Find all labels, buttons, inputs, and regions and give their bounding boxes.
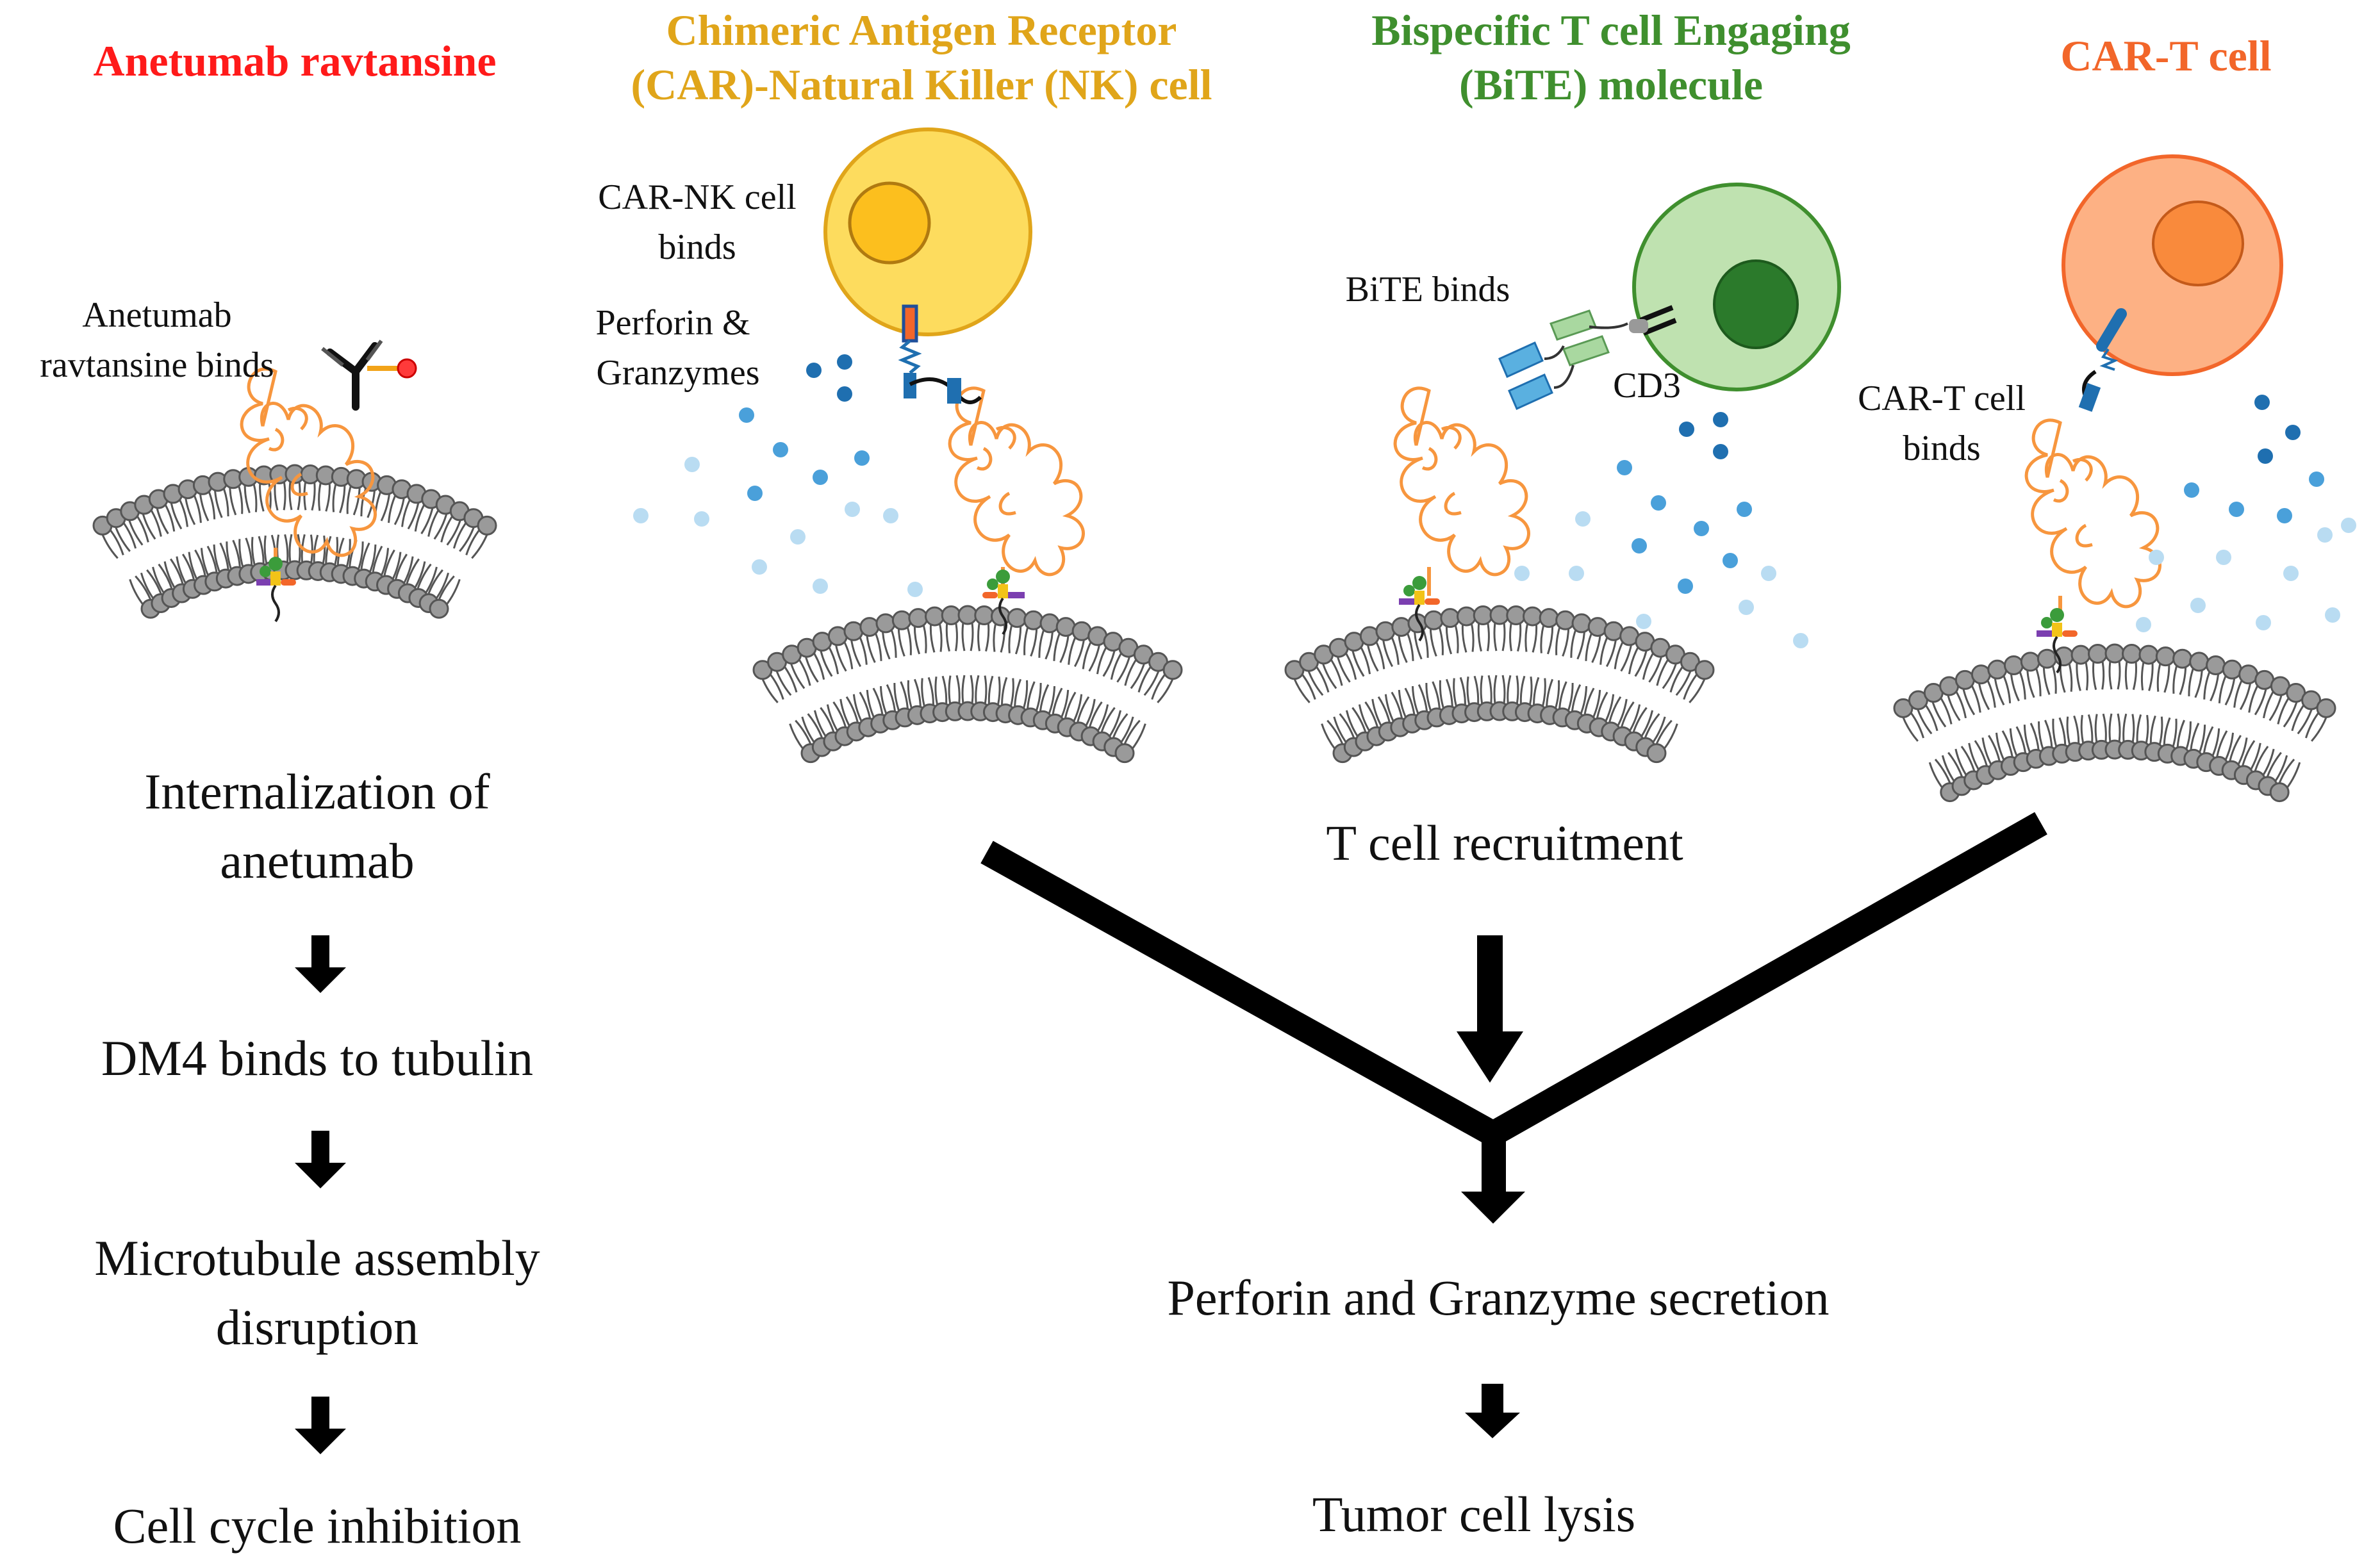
anetumab-binds-label-1: Anetumab xyxy=(82,295,231,335)
car-nk-binds-label-1: CAR-NK cell xyxy=(598,177,797,217)
lipid-head xyxy=(2088,644,2108,664)
flow-perforin-secretion: Perforin and Granzyme secretion xyxy=(1167,1270,1829,1325)
mesothelin-car-nk xyxy=(948,386,1085,596)
lipid-head xyxy=(1114,743,1135,764)
lipid-head xyxy=(1391,617,1412,637)
antibody-drug-conjugate-icon xyxy=(321,340,417,411)
lipid-head xyxy=(2206,655,2226,676)
lipid-head xyxy=(2222,659,2242,680)
lipid-head xyxy=(1007,608,1027,628)
lipid-head xyxy=(1694,660,1715,680)
lipid-head xyxy=(2155,646,2176,667)
arrow-down-1 xyxy=(295,935,346,993)
lipid-head xyxy=(2104,643,2125,664)
lipid-head xyxy=(1440,608,1460,628)
mesothelin-car-t xyxy=(2024,418,2161,615)
lipid-head xyxy=(1539,608,1559,628)
flow-t-cell-recruitment: T cell recruitment xyxy=(1326,815,1683,871)
lipid-head xyxy=(2020,652,2040,672)
lipid-head xyxy=(1893,698,1913,718)
anchor-anetumab xyxy=(256,557,296,623)
step-cell-cycle: Cell cycle inhibition xyxy=(113,1498,522,1554)
lipid-head xyxy=(2070,644,2091,665)
lipid-head xyxy=(1162,660,1183,680)
arrow-down-3 xyxy=(295,1397,346,1454)
car-nk-binds-label-2: binds xyxy=(658,227,736,267)
arrow-down-merge xyxy=(1461,1134,1525,1224)
bite-molecule-icon xyxy=(1498,305,1677,410)
anchor-bite xyxy=(1399,576,1440,642)
header-bite-line2: (BiTE) molecule xyxy=(1459,60,1763,109)
lipid-head xyxy=(1473,605,1493,626)
perforin-label-2: Granzymes xyxy=(596,353,759,393)
lipid-head xyxy=(2269,782,2290,803)
lipid-head xyxy=(1506,605,1526,626)
car-t-binds-label-1: CAR-T cell xyxy=(1858,379,2026,418)
lipid-head xyxy=(2138,644,2159,665)
converging-lines xyxy=(980,812,2047,1145)
header-car-nk-line2: (CAR)-Natural Killer (NK) cell xyxy=(631,60,1212,109)
lipid-head xyxy=(925,606,945,627)
lipid-head xyxy=(941,605,961,626)
lipid-head xyxy=(429,598,449,619)
car-t-binds-label-2: binds xyxy=(1903,429,1980,468)
mesothelin-bite xyxy=(1393,386,1530,596)
header-anetumab: Anetumab ravtansine xyxy=(93,37,496,85)
lipid-head xyxy=(1457,606,1477,627)
lipid-head xyxy=(957,605,978,625)
lipid-head xyxy=(1555,610,1576,630)
arrow-down-secretion xyxy=(1465,1384,1520,1438)
lipid-head xyxy=(1023,610,1044,630)
header-bite-line1: Bispecific T cell Engaging xyxy=(1371,6,1850,54)
step-internalization-2: anetumab xyxy=(220,833,414,889)
car-nk-cell xyxy=(823,127,1032,404)
lipid-head xyxy=(1522,606,1542,627)
lipid-head xyxy=(1987,659,2008,680)
perforin-label-1: Perforin & xyxy=(595,303,750,343)
lipid-head xyxy=(875,613,896,634)
lipid-head xyxy=(1423,610,1444,630)
bite-binds-label: BiTE binds xyxy=(1346,270,1510,309)
header-car-t: CAR-T cell xyxy=(2060,31,2271,80)
lipid-head xyxy=(1646,743,1667,764)
bite-t-cell xyxy=(1632,183,1841,391)
lipid-head xyxy=(974,605,995,626)
step-microtubule-2: disruption xyxy=(216,1299,418,1355)
lipid-head xyxy=(2172,648,2193,669)
header-car-nk-line1: Chimeric Antigen Receptor xyxy=(666,6,1177,54)
lipid-head xyxy=(477,515,497,536)
cd3-label: CD3 xyxy=(1613,366,1681,406)
lipid-head xyxy=(1039,613,1060,634)
lipid-head xyxy=(2037,648,2057,669)
step-microtubule-1: Microtubule assembly xyxy=(94,1230,540,1286)
lipid-head xyxy=(891,610,912,630)
flow-tumor-cell-lysis: Tumor cell lysis xyxy=(1312,1486,1635,1542)
membrane-car-t xyxy=(1893,643,2336,803)
lipid-head xyxy=(859,617,880,637)
membrane-bite xyxy=(1284,605,1715,764)
arrow-down-recruitment xyxy=(1457,935,1523,1083)
lipid-head xyxy=(2316,698,2336,718)
lipid-head xyxy=(2003,655,2024,676)
step-internalization-1: Internalization of xyxy=(144,764,490,819)
granules-car-nk xyxy=(633,354,923,597)
membrane-car-nk xyxy=(752,605,1183,764)
step-dm4-binds: DM4 binds to tubulin xyxy=(101,1030,533,1086)
lipid-head xyxy=(1571,613,1592,634)
lipid-head xyxy=(908,608,929,628)
lipid-head xyxy=(1489,605,1510,625)
lipid-head xyxy=(2301,690,2322,710)
anchor-car-t xyxy=(2037,608,2078,674)
membrane-anetumab xyxy=(92,464,497,619)
anetumab-binds-label-2: ravtansine binds xyxy=(40,345,274,385)
lipid-head xyxy=(2189,652,2210,672)
car-t-cell xyxy=(2062,154,2283,412)
arrow-down-2 xyxy=(295,1131,346,1188)
granules-bite xyxy=(1514,412,1808,648)
anchor-car-nk xyxy=(982,570,1025,636)
granules-car-t xyxy=(2136,395,2356,632)
lipid-head xyxy=(1971,664,1991,685)
lipid-head xyxy=(2121,644,2142,664)
